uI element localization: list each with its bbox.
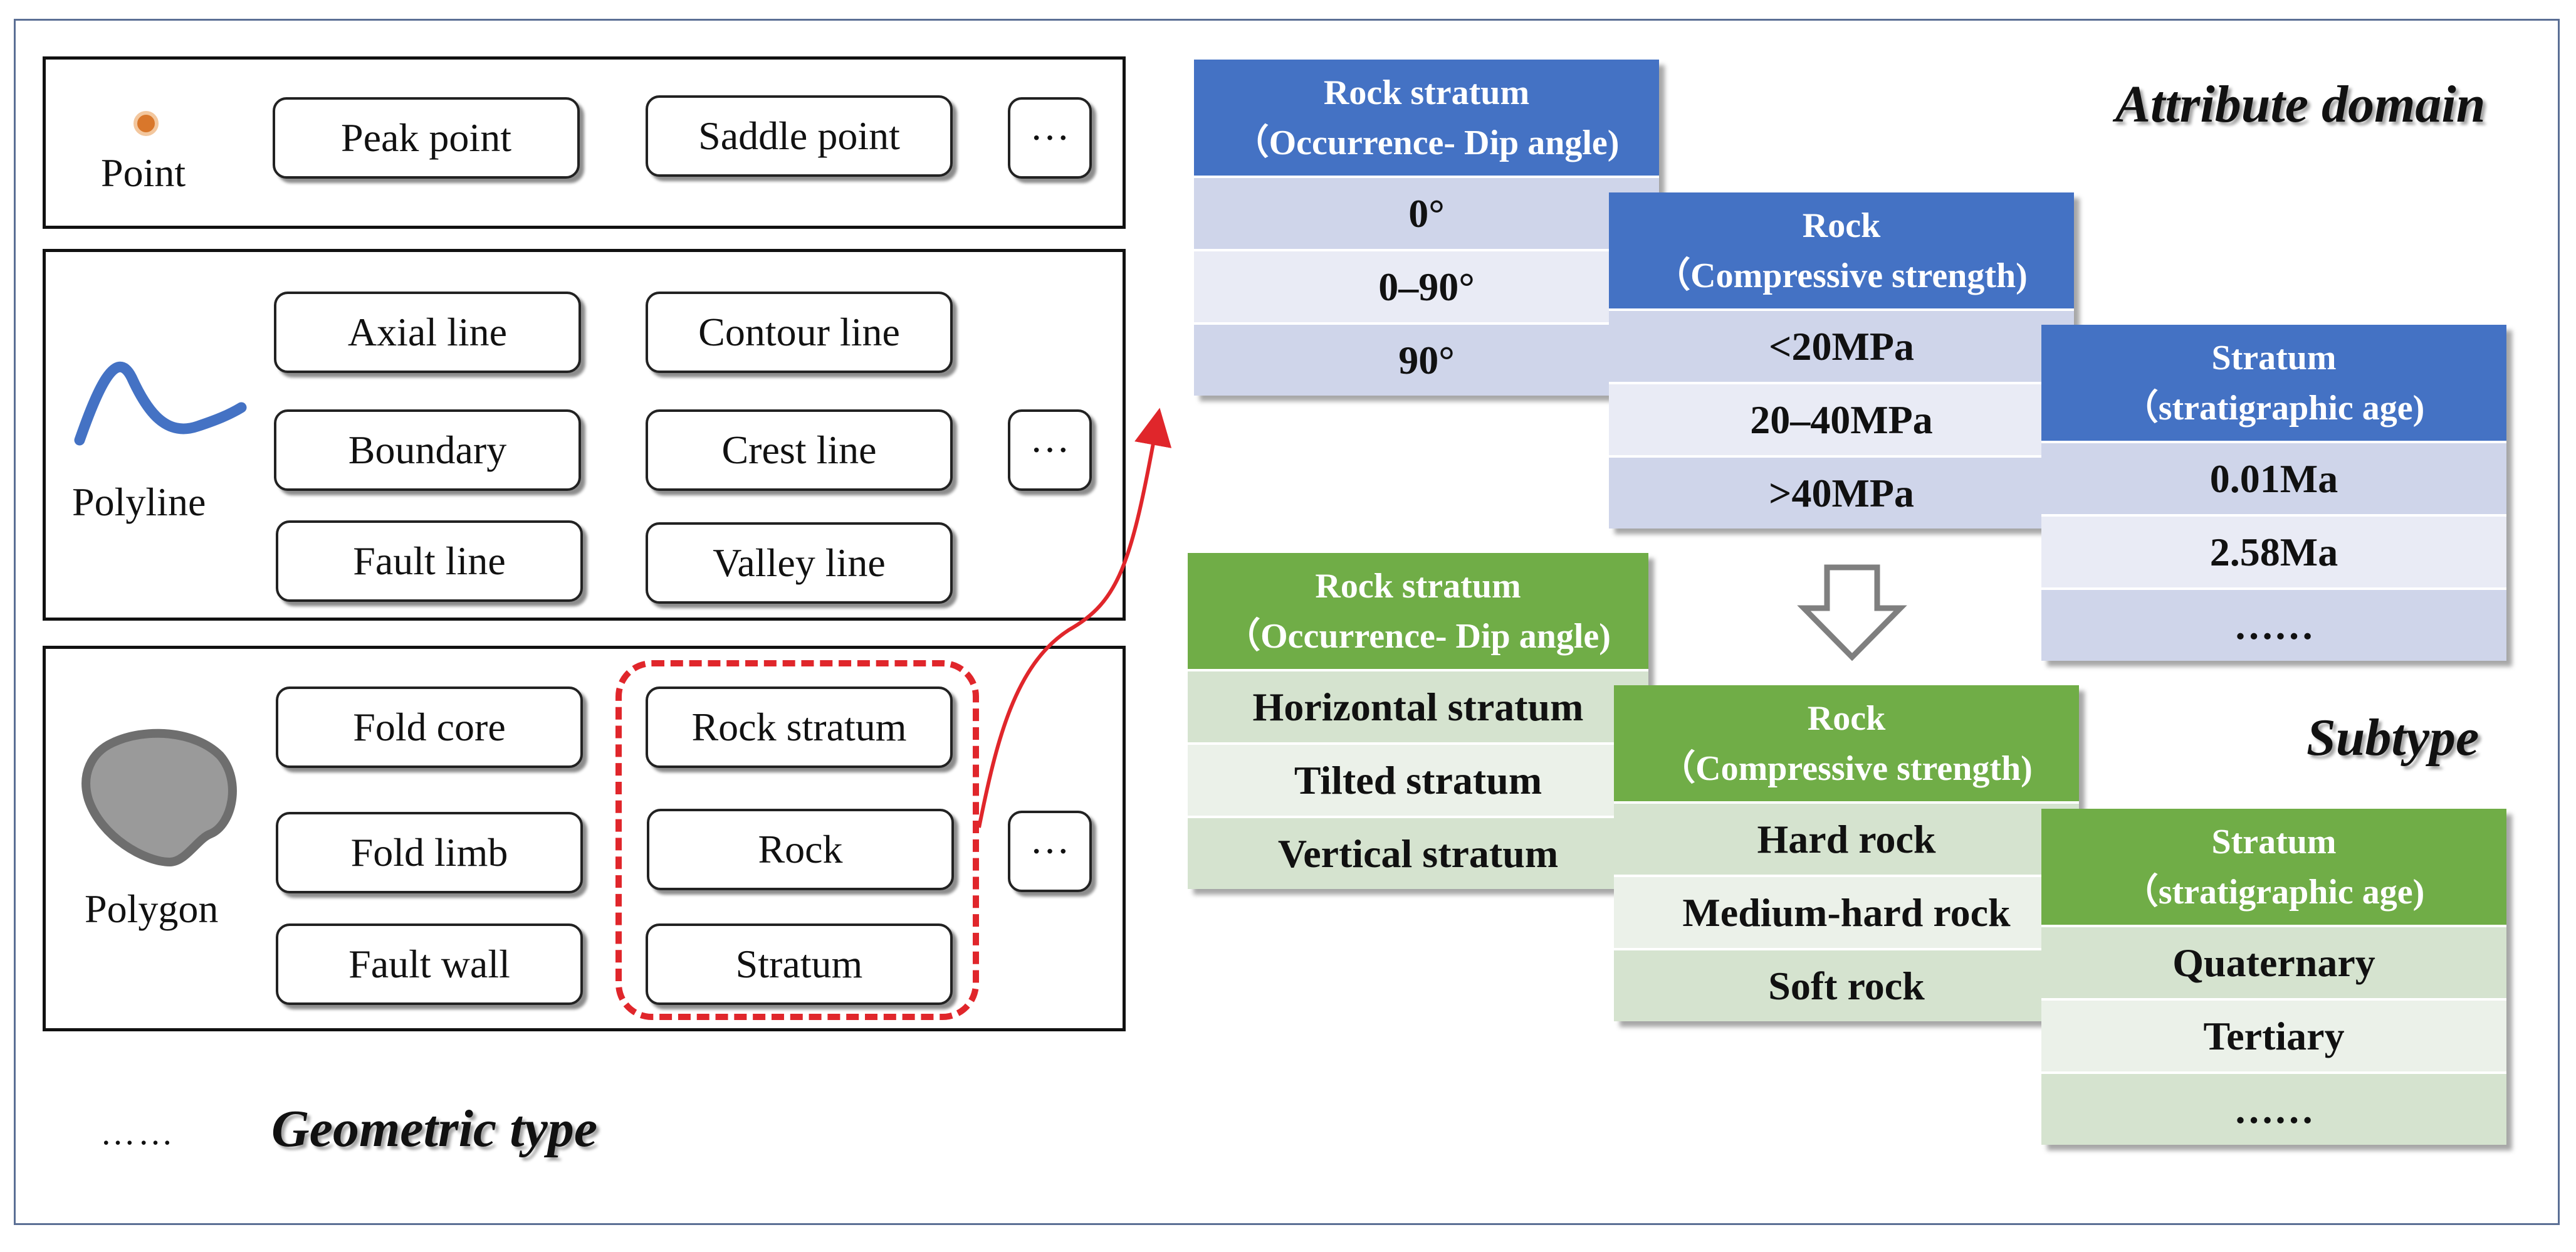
crest-line-chip[interactable]: Crest line	[646, 409, 953, 491]
table-row: Quaternary	[2041, 925, 2506, 998]
table-row: 0°	[1194, 176, 1659, 249]
point-label: Point	[101, 150, 186, 195]
figure-frame	[14, 19, 2560, 1225]
table-title: Stratum	[2211, 338, 2337, 377]
polyline-curve-icon	[74, 362, 247, 446]
rock-chip[interactable]: Rock	[647, 809, 954, 890]
table-row: Hard rock	[1614, 801, 2079, 875]
attr-table-header: Rock （Compressive strength)	[1609, 192, 2074, 308]
table-title: Stratum	[2211, 822, 2337, 861]
contour-line-chip[interactable]: Contour line	[646, 292, 953, 373]
attr-table-rock: Rock （Compressive strength) <20MPa 20–40…	[1609, 192, 2074, 529]
table-row: Tilted stratum	[1188, 742, 1648, 816]
subtype-table-stratum: Stratum （stratigraphic age) Quaternary T…	[2041, 809, 2506, 1145]
table-subtitle: （Occurrence- Dip angle)	[1233, 123, 1620, 162]
table-row: 20–40MPa	[1609, 382, 2074, 455]
polygon-shape-icon	[81, 729, 237, 866]
attribute-domain-caption: Attribute domain	[2115, 75, 2486, 134]
subtype-table-rock-stratum: Rock stratum （Occurrence- Dip angle) Hor…	[1188, 553, 1648, 889]
table-row: 0.01Ma	[2041, 441, 2506, 514]
subtype-table-rock: Rock （Compressive strength) Hard rock Me…	[1614, 685, 2079, 1021]
table-row: <20MPa	[1609, 308, 2074, 382]
table-row: >40MPa	[1609, 455, 2074, 529]
polygon-more-chip[interactable]: ···	[1008, 811, 1092, 892]
fault-line-chip[interactable]: Fault line	[276, 520, 583, 602]
polyline-label: Polyline	[72, 480, 206, 524]
polygon-highlight-box	[615, 660, 979, 1020]
table-row: 2.58Ma	[2041, 514, 2506, 587]
fold-core-chip[interactable]: Fold core	[276, 686, 583, 768]
table-title: Rock stratum	[1323, 73, 1530, 112]
fault-wall-chip[interactable]: Fault wall	[276, 923, 583, 1005]
subtype-table-header: Rock （Compressive strength)	[1614, 685, 2079, 801]
saddle-point-chip[interactable]: Saddle point	[646, 95, 953, 177]
more-geometry-ellipsis: ……	[100, 1113, 175, 1152]
table-row: Tertiary	[2041, 998, 2506, 1071]
down-arrow-icon	[1797, 564, 1907, 661]
subtype-table-header: Stratum （stratigraphic age)	[2041, 809, 2506, 925]
table-row: Medium-hard rock	[1614, 875, 2079, 948]
table-row: 90°	[1194, 322, 1659, 396]
table-subtitle: （Compressive strength)	[1655, 256, 2028, 295]
point-more-chip[interactable]: ···	[1008, 97, 1092, 179]
table-row: 0–90°	[1194, 249, 1659, 322]
valley-line-chip[interactable]: Valley line	[646, 522, 953, 604]
table-subtitle: （stratigraphic age)	[2123, 872, 2425, 912]
attr-table-rock-stratum: Rock stratum （Occurrence- Dip angle) 0° …	[1194, 60, 1659, 396]
polygon-group: Polygon Fold core Rock stratum Fold limb…	[43, 646, 1126, 1031]
rock-stratum-chip[interactable]: Rock stratum	[646, 686, 953, 768]
table-row: ……	[2041, 587, 2506, 661]
boundary-chip[interactable]: Boundary	[274, 409, 581, 491]
attr-table-stratum: Stratum （stratigraphic age) 0.01Ma 2.58M…	[2041, 325, 2506, 661]
peak-point-chip[interactable]: Peak point	[273, 97, 580, 179]
polyline-more-chip[interactable]: ···	[1008, 409, 1092, 491]
polyline-group: Polyline Axial line Contour line Boundar…	[43, 249, 1126, 621]
link-arrow	[977, 408, 1172, 828]
stratum-chip[interactable]: Stratum	[646, 923, 953, 1005]
table-subtitle: （stratigraphic age)	[2123, 388, 2425, 428]
fold-limb-chip[interactable]: Fold limb	[276, 812, 583, 893]
axial-line-chip[interactable]: Axial line	[274, 292, 581, 373]
subtype-caption: Subtype	[2306, 708, 2479, 767]
point-group: Point Peak point Saddle point ···	[43, 56, 1126, 229]
table-row: Soft rock	[1614, 948, 2079, 1021]
polygon-label: Polygon	[85, 886, 219, 931]
table-title: Rock stratum	[1315, 566, 1521, 606]
point-marker-icon	[134, 111, 159, 136]
table-row: Vertical stratum	[1188, 816, 1648, 889]
geometric-type-caption: Geometric type	[271, 1100, 598, 1158]
attr-table-header: Rock stratum （Occurrence- Dip angle)	[1194, 60, 1659, 176]
table-row: ……	[2041, 1071, 2506, 1145]
table-title: Rock	[1802, 206, 1881, 245]
table-title: Rock	[1807, 698, 1886, 738]
subtype-table-header: Rock stratum （Occurrence- Dip angle)	[1188, 553, 1648, 669]
attr-table-header: Stratum （stratigraphic age)	[2041, 325, 2506, 441]
table-subtitle: （Occurrence- Dip angle)	[1225, 616, 1611, 656]
table-row: Horizontal stratum	[1188, 669, 1648, 742]
table-subtitle: （Compressive strength)	[1660, 749, 2033, 788]
